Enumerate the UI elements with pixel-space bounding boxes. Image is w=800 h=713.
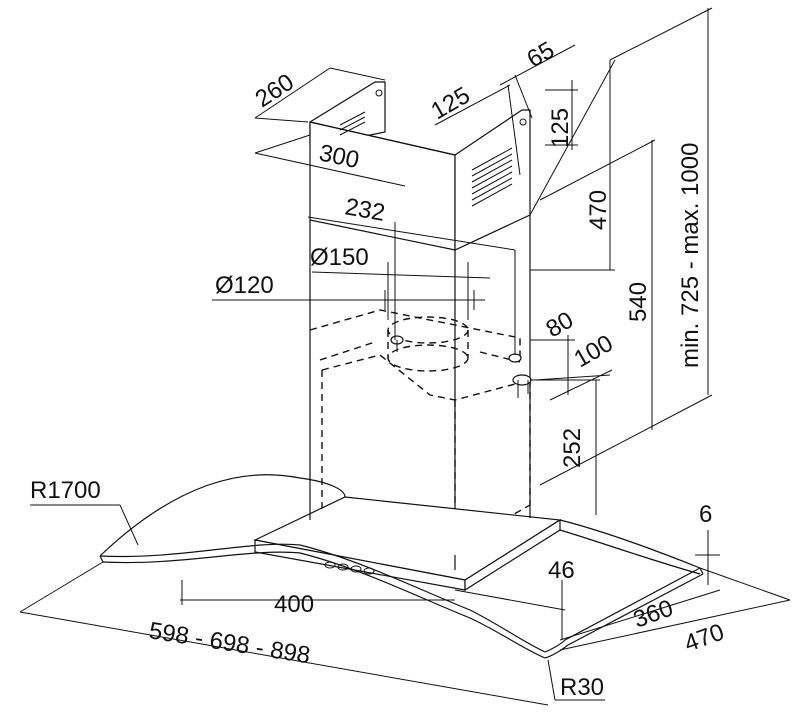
dim-65: 65 <box>523 36 560 73</box>
dim-100: 100 <box>570 330 618 373</box>
dim-r1700: R1700 <box>30 477 101 504</box>
dim-r30: R30 <box>560 674 604 701</box>
glass-canopy <box>99 474 704 659</box>
dim-540: 540 <box>625 282 652 322</box>
vent-grille-left <box>339 111 366 136</box>
dim-360: 360 <box>630 595 677 634</box>
mounting-bracket <box>390 335 532 398</box>
dim-125-height: 125 <box>547 108 574 148</box>
dim-80: 80 <box>542 306 579 343</box>
dim-252: 252 <box>559 428 586 468</box>
dim-total-height: min. 725 - max. 1000 <box>677 143 704 368</box>
dim-470-depth: 470 <box>681 619 728 658</box>
dim-46: 46 <box>548 557 575 584</box>
dim-6: 6 <box>699 501 712 528</box>
dim-400: 400 <box>274 591 314 618</box>
dim-120: Ø120 <box>215 272 274 299</box>
dimension-labels: 260 300 65 125 125 470 232 Ø150 Ø120 80 … <box>30 36 728 701</box>
dimension-lines <box>19 7 791 706</box>
dim-260: 260 <box>251 69 299 113</box>
dim-125-width: 125 <box>427 82 475 125</box>
hood-body <box>253 480 562 592</box>
dim-470-height: 470 <box>585 190 612 230</box>
dim-150: Ø150 <box>310 244 369 271</box>
vent-grille-right <box>471 147 513 207</box>
dim-hood-width: 598 - 698 - 898 <box>147 617 312 669</box>
chimney-upper <box>309 81 531 251</box>
